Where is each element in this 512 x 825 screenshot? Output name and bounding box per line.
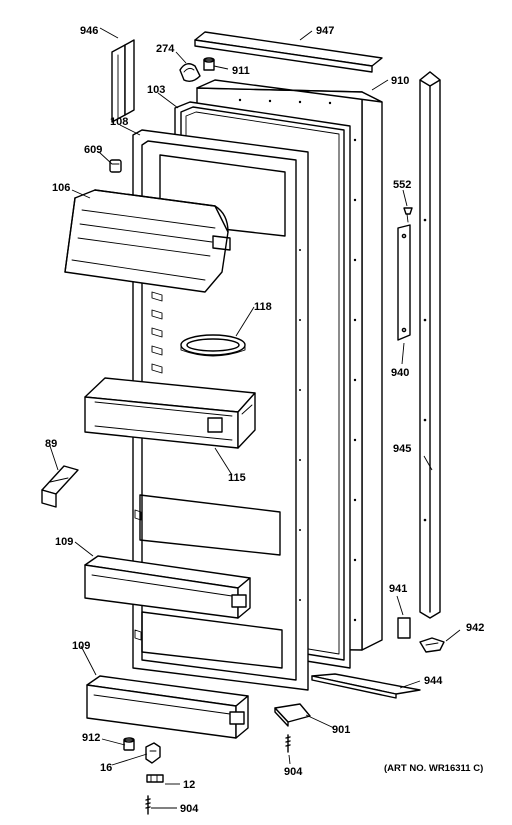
label-901: 901: [332, 724, 350, 736]
label-109-lower: 109: [72, 640, 90, 652]
bottom-hinge-cover: [274, 703, 311, 727]
shelf-bin: [84, 377, 256, 449]
handle-clip: [397, 617, 411, 639]
stop-12: [146, 774, 164, 783]
leader-lines: [49, 27, 461, 809]
door-bottom-trim: [311, 673, 421, 699]
label-274: 274: [156, 43, 175, 55]
hinge-bracket: [179, 63, 201, 83]
label-942: 942: [466, 622, 484, 634]
label-108: 108: [110, 116, 128, 128]
label-106: 106: [52, 182, 70, 194]
label-944: 944: [424, 675, 443, 687]
art-number: (ART NO. WR16311 C): [384, 763, 483, 774]
hinge-bushing: [203, 57, 215, 71]
label-946: 946: [80, 25, 98, 37]
label-911: 911: [232, 65, 250, 77]
label-118: 118: [254, 301, 272, 313]
label-912: 912: [82, 732, 100, 744]
door-top-cap: [194, 31, 383, 73]
label-89: 89: [45, 438, 57, 450]
label-109-upper: 109: [55, 536, 73, 548]
label-941: 941: [389, 583, 407, 595]
door-handle: [419, 71, 441, 619]
label-904-lower: 904: [180, 803, 199, 815]
label-609: 609: [84, 144, 102, 156]
label-945: 945: [393, 443, 411, 455]
dairy-compartment-door: [64, 189, 231, 293]
label-904-mid: 904: [284, 766, 303, 778]
label-940: 940: [391, 367, 409, 379]
screw-552: [403, 207, 413, 223]
door-bin-upper: [84, 555, 251, 619]
label-103: 103: [147, 84, 165, 96]
egg-tray-89: [41, 465, 79, 508]
cam-16: [145, 742, 161, 764]
oval-butter-dish: [180, 334, 246, 357]
screw-904-lower: [145, 795, 151, 815]
bushing-912: [123, 737, 135, 751]
screw-904-mid: [285, 734, 291, 753]
handle-mounting-bracket: [397, 224, 411, 341]
label-16: 16: [100, 762, 112, 774]
dairy-hinge-pin: [109, 159, 122, 173]
label-552: 552: [393, 179, 411, 191]
label-910: 910: [391, 75, 409, 87]
door-bin-lower: [86, 675, 249, 739]
label-12: 12: [183, 779, 195, 791]
label-115: 115: [228, 472, 246, 484]
part-labels: 946 947 274 911 910 103 108 609 106 552 …: [45, 25, 484, 815]
door-trim-top: [111, 39, 135, 123]
handle-end-cap: [419, 637, 445, 653]
label-947: 947: [316, 25, 334, 37]
